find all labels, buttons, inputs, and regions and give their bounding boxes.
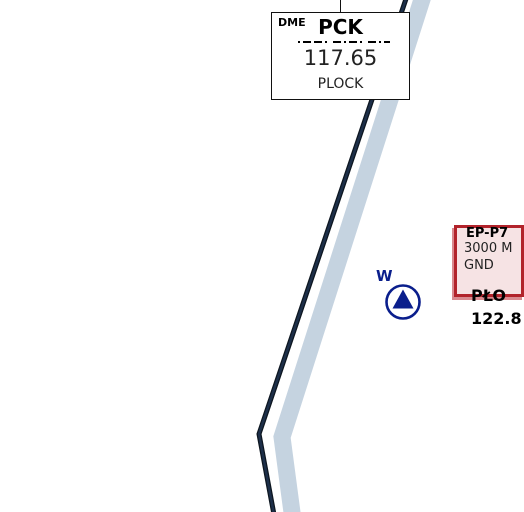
restricted-area-name: EP-P7 [466,226,509,241]
dme-navaid-box[interactable]: DME PCK 117.65 PLOCK [271,12,410,100]
restricted-area-upper-limit: 3000 M [464,241,513,256]
restricted-area-lower-limit: GND [464,258,494,273]
navaid-frequency: 117.65 [303,46,378,70]
route-buffer [273,0,431,512]
navaid-leader-line [340,0,341,12]
airport-frequency: 122.8 [471,309,522,328]
navaid-name: PLOCK [317,76,364,92]
navaid-type-label: DME [278,16,306,29]
reporting-point-label: W [376,267,393,285]
compulsory-reporting-point-triangle-icon[interactable] [384,283,422,321]
navaid-ident: PCK [318,15,363,39]
restricted-area-label-box[interactable] [454,225,524,297]
morse-code-icon [298,41,390,43]
map-canvas[interactable] [0,0,512,512]
airport-name[interactable]: PŁO [471,286,507,305]
route-line [257,0,407,512]
